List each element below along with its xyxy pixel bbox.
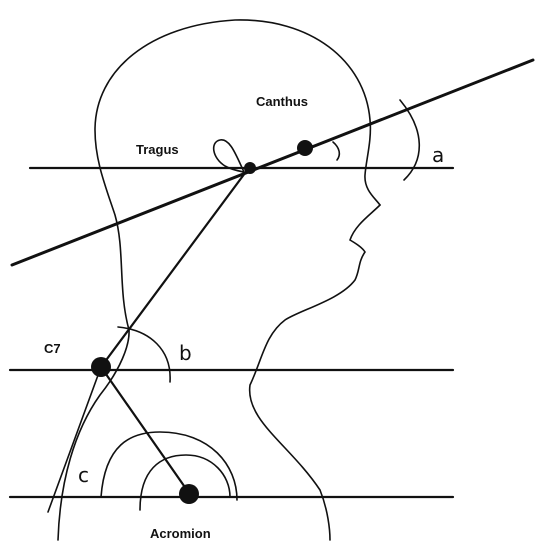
- angle-label-b: b: [179, 341, 192, 365]
- tragus-canthus-line: [10, 58, 535, 267]
- angle-arc-c-inner: [139, 454, 231, 511]
- label-c7: C7: [44, 341, 61, 356]
- angle-arc-a-large: [399, 99, 421, 181]
- acromion-dot: [179, 484, 199, 504]
- angle-arc-c-outer: [100, 431, 238, 501]
- angle-label-a: a: [432, 143, 444, 167]
- c7-dot: [91, 357, 111, 377]
- angle-arc-a-small: [332, 141, 341, 161]
- label-canthus: Canthus: [256, 94, 308, 109]
- c7-acromion-line: [99, 365, 191, 495]
- canthus-dot: [297, 140, 313, 156]
- angle-arc-b: [117, 326, 171, 383]
- tragus-dot: [244, 162, 256, 174]
- c7-tragus-line: [99, 167, 250, 369]
- c7-down-line: [47, 366, 102, 513]
- label-acromion: Acromion: [150, 526, 211, 541]
- face-profile-outline: [248, 204, 381, 541]
- label-tragus: Tragus: [136, 142, 179, 157]
- angle-label-c: c: [78, 463, 89, 487]
- ear-curl: [212, 139, 245, 173]
- head-back-outline: [94, 19, 381, 331]
